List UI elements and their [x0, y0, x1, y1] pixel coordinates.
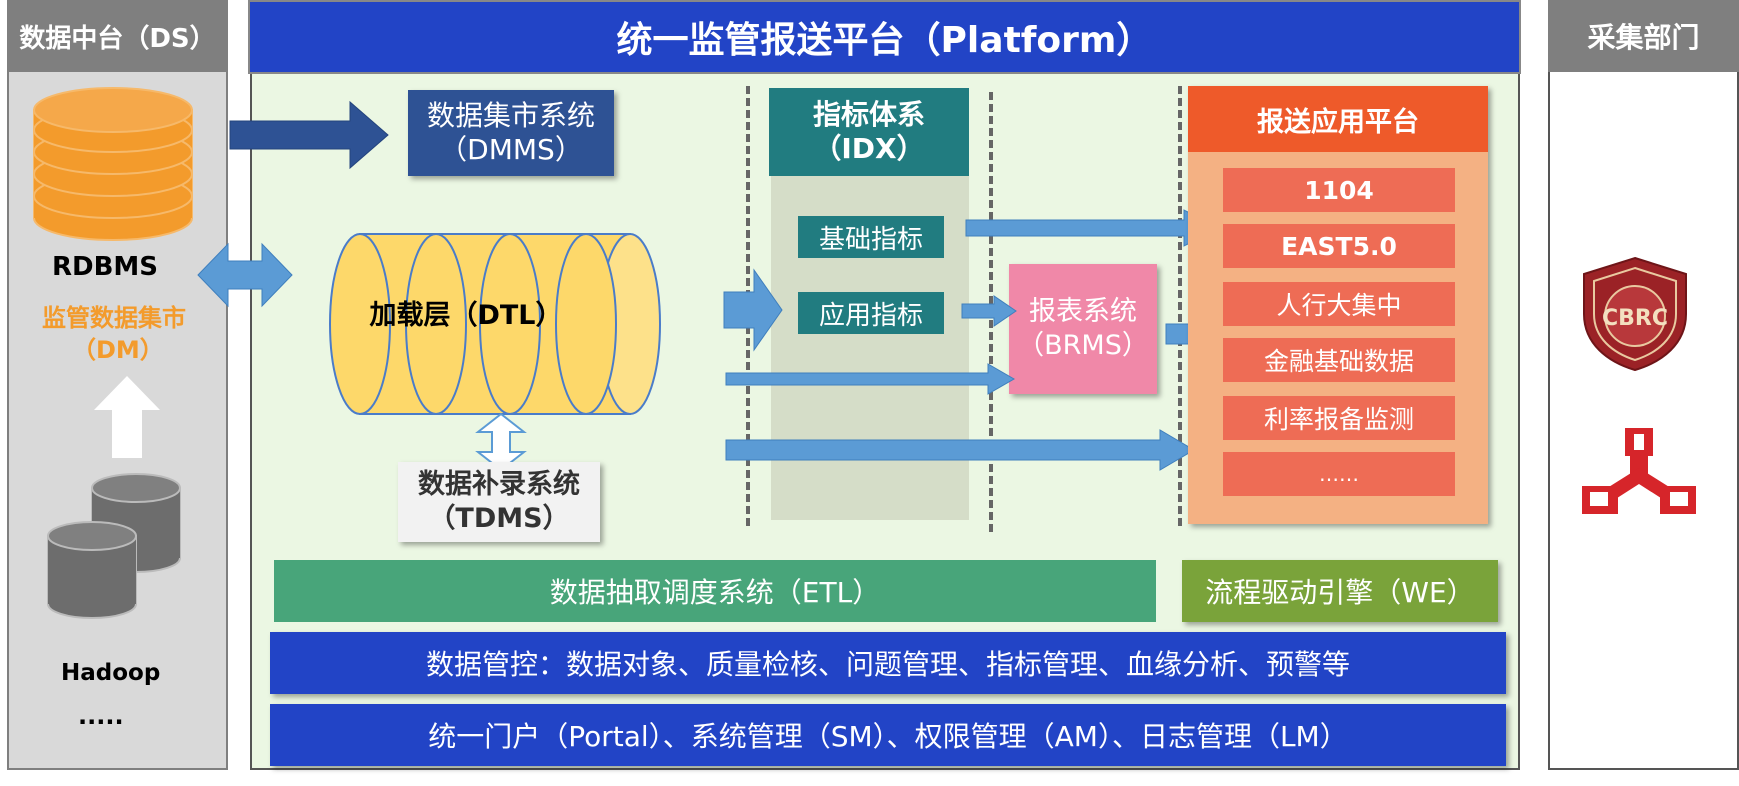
right-arrow-dmms-icon — [229, 100, 389, 170]
up-arrow-icon — [94, 376, 160, 458]
dtl-cylinders-icon — [329, 233, 661, 415]
report-platform-title: 报送应用平台 — [1188, 86, 1488, 152]
platform-title: 统一监管报送平台（Platform） — [248, 0, 1521, 74]
pboc-logo-icon — [1582, 428, 1696, 514]
report-item-rate: 利率报备监测 — [1223, 396, 1455, 440]
dmms-line1: 数据集市系统 — [426, 99, 595, 132]
double-arrow-icon — [197, 242, 293, 308]
tdms-line2: （TDMS） — [428, 503, 570, 534]
brms-line2: （BRMS） — [1017, 330, 1149, 361]
rdbms-label: RDBMS — [52, 252, 159, 282]
dtl-label: 加载层（DTL） — [369, 299, 563, 331]
tdms-box: 数据补录系统 （TDMS） — [398, 462, 600, 542]
arrow-app-to-brms-icon — [961, 295, 1017, 327]
idx-item-basic: 基础指标 — [798, 216, 944, 258]
arrow-basic-to-report-icon — [965, 209, 1222, 247]
dmms-line2: （DMMS） — [439, 133, 583, 166]
report-item-more: …… — [1223, 452, 1455, 496]
arrow-dtl-to-brms-icon — [725, 363, 1016, 395]
svg-text:CBRC: CBRC — [1602, 306, 1668, 331]
brms-box: 报表系统 （BRMS） — [1009, 264, 1157, 394]
dashed-divider — [1178, 86, 1182, 526]
ds-more-label: ..... — [78, 702, 124, 730]
hadoop-label: Hadoop — [61, 660, 161, 686]
etl-bar: 数据抽取调度系统（ETL） — [274, 560, 1156, 622]
brms-line1: 报表系统 — [1029, 296, 1137, 327]
collect-panel — [1548, 0, 1739, 770]
idx-line1: 指标体系 — [812, 98, 925, 131]
report-item-financial: 金融基础数据 — [1223, 338, 1455, 382]
orange-database-icon — [33, 87, 193, 241]
report-item-east: EAST5.0 — [1223, 224, 1455, 268]
report-item-pbc: 人行大集中 — [1223, 282, 1455, 326]
dm-label-line2: （DM） — [72, 336, 164, 364]
we-bar: 流程驱动引擎（WE） — [1182, 560, 1498, 622]
cbrc-logo-icon: CBRC — [1583, 256, 1687, 372]
collect-title: 采集部门 — [1548, 0, 1739, 72]
report-item-1104: 1104 — [1223, 168, 1455, 212]
governance-bar: 数据管控：数据对象、质量检核、问题管理、指标管理、血缘分析、预警等 — [270, 632, 1506, 694]
tdms-line1: 数据补录系统 — [418, 469, 580, 500]
dm-label-line1: 监管数据集市 — [42, 304, 186, 332]
idx-line2: （IDX） — [813, 132, 925, 165]
portal-bar: 统一门户（Portal）、系统管理（SM）、权限管理（AM）、日志管理（LM） — [270, 704, 1506, 766]
arrow-dtl-to-report-icon — [725, 429, 1195, 471]
ds-title: 数据中台（DS） — [7, 0, 228, 72]
idx-item-application: 应用指标 — [798, 292, 944, 334]
right-arrow-idx-icon — [723, 268, 783, 352]
dmms-box: 数据集市系统 （DMMS） — [408, 90, 614, 176]
gray-database-icon — [47, 473, 181, 619]
idx-header: 指标体系 （IDX） — [769, 88, 969, 176]
